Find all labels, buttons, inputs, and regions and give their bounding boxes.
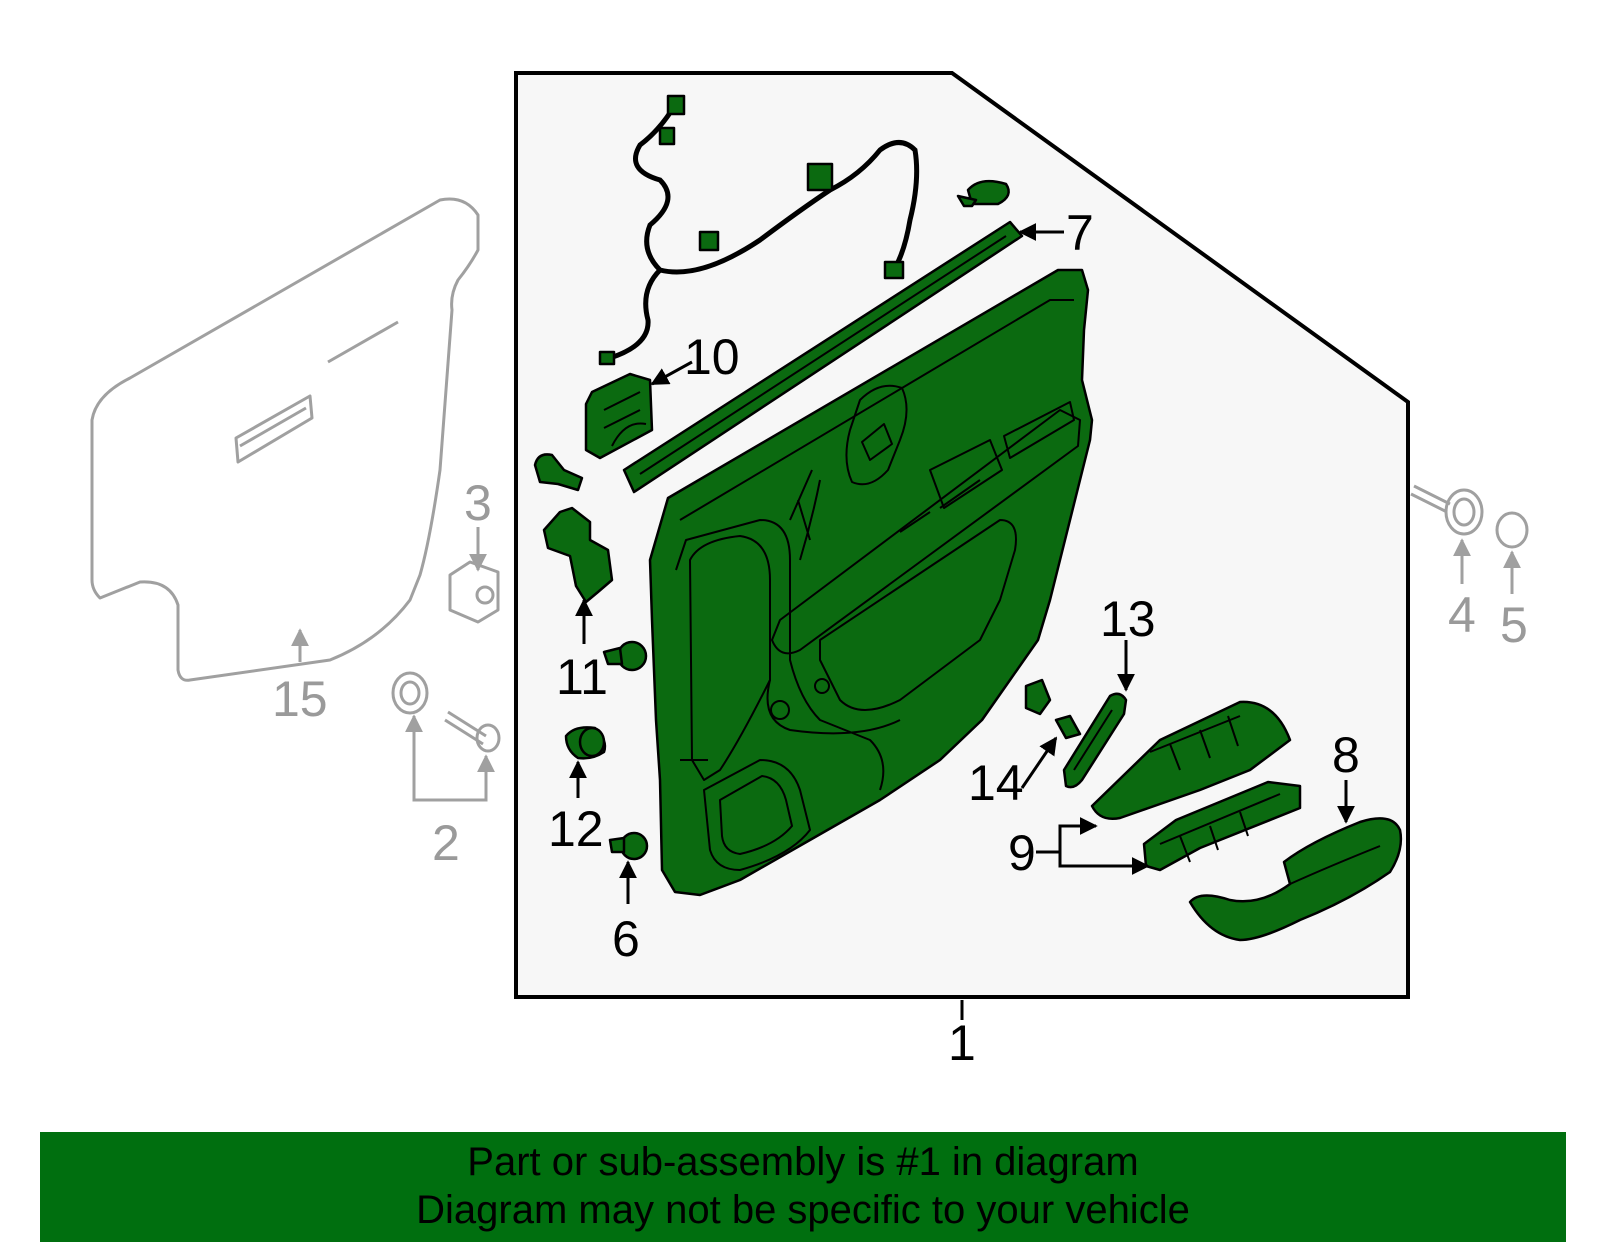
clip-11b	[602, 640, 648, 672]
banner-line-2: Diagram may not be specific to your vehi…	[416, 1188, 1190, 1232]
switch-panel-9	[1090, 700, 1302, 872]
ghost-fasteners-2	[391, 671, 501, 753]
callout-13: 13	[1100, 591, 1156, 647]
door-trim-panel	[648, 268, 1094, 897]
armrest-8	[1188, 817, 1403, 942]
bezel-13	[1062, 692, 1128, 789]
callout-2: 2	[432, 815, 460, 871]
callout-12: 12	[548, 801, 604, 857]
callout-6: 6	[612, 911, 640, 967]
clip-6	[608, 831, 649, 861]
callout-7: 7	[1066, 205, 1094, 261]
ghost-clip-3	[448, 560, 500, 624]
bracket-11	[542, 506, 614, 604]
leader-lines	[291, 223, 1521, 1020]
callout-8: 8	[1332, 727, 1360, 783]
callout-5: 5	[1500, 597, 1528, 653]
clip-14	[1024, 678, 1082, 740]
callout-10: 10	[684, 329, 740, 385]
door-module	[584, 372, 654, 460]
callout-11: 11	[556, 649, 608, 705]
push-pin-fastener	[533, 453, 584, 492]
callout-4: 4	[1448, 587, 1476, 643]
clip-12	[564, 726, 607, 760]
ghost-fasteners-4-5	[1410, 484, 1529, 549]
callout-1: 1	[948, 1015, 976, 1071]
callout-14: 14	[968, 755, 1024, 811]
wiring-harness	[598, 94, 920, 366]
banner-line-1: Part or sub-assembly is #1 in diagram	[467, 1140, 1139, 1184]
callout-3: 3	[464, 475, 492, 531]
callout-15: 15	[272, 671, 328, 727]
callout-9: 9	[1008, 825, 1036, 881]
ghost-door-outline	[90, 197, 480, 682]
disclaimer-banner: Part or sub-assembly is #1 in diagram Di…	[40, 1132, 1566, 1242]
